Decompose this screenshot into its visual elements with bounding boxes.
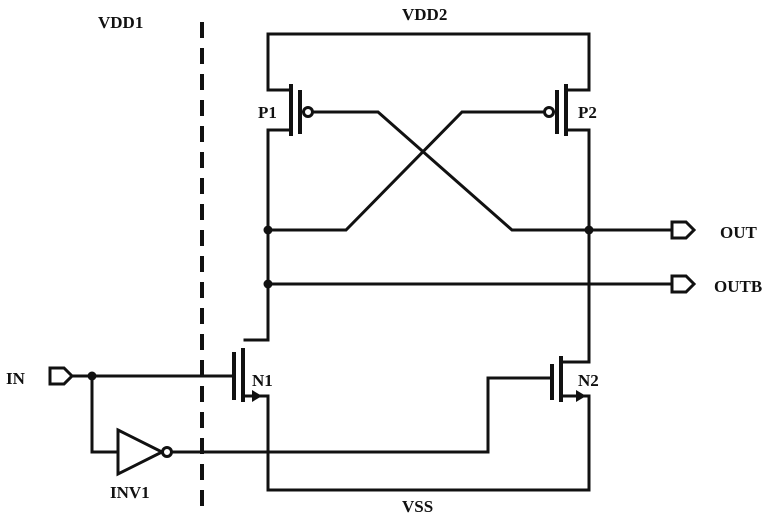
p1-transistor [266, 84, 314, 232]
p1-label: P1 [258, 103, 277, 122]
junction-dot [263, 279, 273, 289]
in-wire-to-inv1 [90, 374, 120, 454]
n2-transistor [550, 356, 591, 492]
junction-dot [263, 225, 273, 235]
p2-gate-cross-wire [266, 110, 546, 232]
out-label: OUT [720, 223, 758, 242]
right-drain-wire [566, 228, 591, 364]
n1-label: N1 [252, 371, 273, 390]
out-port-arrow [670, 220, 697, 240]
vdd2-rail [266, 32, 591, 92]
outb-label: OUTB [714, 277, 762, 296]
p1-gate-cross-wire [311, 110, 591, 232]
inv1-out-to-n2-gate-wire [170, 376, 552, 454]
left-drain-wire [260, 228, 270, 342]
inv1-label: INV1 [110, 483, 150, 502]
vss-label: VSS [402, 497, 433, 516]
inv1-inverter [116, 427, 173, 477]
n1-transistor [232, 338, 270, 492]
in-port-arrow [48, 366, 75, 386]
vdd2-label: VDD2 [402, 5, 447, 24]
outb-port-arrow [670, 274, 697, 294]
n2-label: N2 [578, 371, 599, 390]
p2-label: P2 [578, 103, 597, 122]
vdd1-label: VDD1 [98, 13, 143, 32]
in-label: IN [6, 369, 26, 388]
junction-dot [584, 225, 594, 235]
